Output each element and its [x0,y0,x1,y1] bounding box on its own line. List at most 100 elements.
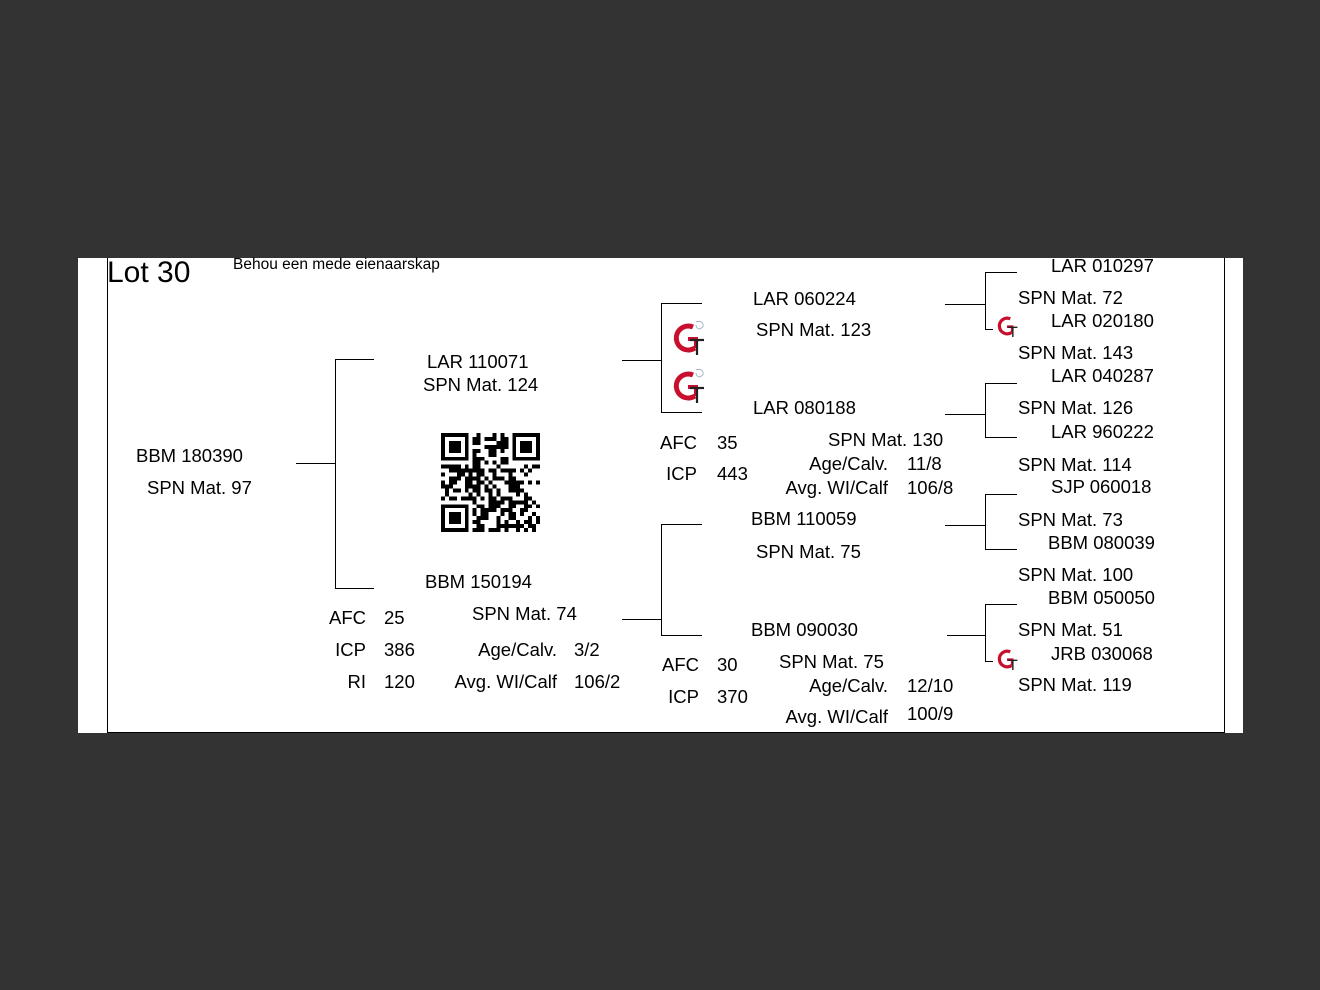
qr-module [448,520,453,525]
qr-module [512,504,517,509]
dam-sire-id: BBM 110059 [751,508,857,529]
qr-module [448,528,453,532]
qr-module [488,508,493,513]
qr-module [480,456,485,461]
qr-module [520,444,525,449]
qr-module [512,516,517,521]
qr-module [472,528,477,532]
gen3-spn: SPN Mat. 51 [1018,619,1123,640]
qr-module [480,516,485,521]
qr-module [472,468,477,473]
qr-module [512,440,517,445]
connector [985,272,1017,273]
qr-module [512,436,517,441]
qr-module [504,440,509,445]
qr-module [528,524,533,529]
connector [622,360,662,361]
connector [335,588,374,589]
qr-module [476,480,481,485]
dam-stat-value: 386 [384,639,415,660]
qr-module [484,444,489,449]
dam-dam-stat-label: AFC [662,654,699,675]
qr-module [496,500,501,505]
qr-module [464,452,469,457]
qr-module [456,464,461,469]
qr-module [516,433,521,437]
qr-module [480,472,485,477]
qr-module [516,524,521,529]
qr-module [464,433,469,437]
qr-module [488,444,493,449]
qr-module [476,516,481,521]
qr-module [520,500,525,505]
qr-module [516,488,521,493]
qr-module [500,508,505,513]
qr-module [512,433,517,437]
qr-module [512,452,517,457]
dam-dam-extra-label: Age/Calv. [809,675,888,696]
qr-module [508,476,513,481]
dam-stat-value: 120 [384,671,415,692]
qr-module [508,480,513,485]
qr-module [532,524,537,529]
qr-module [444,456,449,461]
qr-module [452,464,457,469]
qr-module [456,476,461,481]
qr-module [500,456,505,461]
qr-module [441,444,445,449]
qr-module [464,448,469,453]
qr-module [536,444,540,449]
qr-module [472,436,477,441]
qr-module [508,500,513,505]
sire-dam-spn: SPN Mat. 130 [828,429,944,450]
qr-module [444,464,449,469]
gen3-id: LAR 040287 [1051,365,1154,386]
qr-module [496,464,501,469]
qr-module [504,520,509,525]
qr-module [441,464,445,469]
qr-module [476,436,481,441]
qr-module [472,476,477,481]
qr-module [472,460,477,465]
qr-module [528,520,533,525]
qr-module [500,444,505,449]
qr-module [520,468,525,473]
qr-module [492,468,497,473]
gen3-spn: SPN Mat. 73 [1018,509,1123,530]
qr-module [520,512,525,517]
gen3-spn: SPN Mat. 114 [1018,454,1132,475]
qr-module [528,480,533,485]
qr-module [496,516,501,521]
qr-module [536,456,540,461]
gen3-spn: SPN Mat. 72 [1018,287,1123,308]
connector [985,494,986,550]
connector [661,524,702,525]
qr-module [524,456,529,461]
qr-module [496,476,501,481]
connector [335,359,336,589]
qr-module [508,508,513,513]
qr-module [468,480,473,485]
qr-module [512,476,517,481]
qr-module [472,484,477,489]
qr-module [464,484,469,489]
qr-module [464,512,469,517]
qr-module [456,444,461,449]
qr-module [441,528,445,532]
dam-dam-stat-value: 370 [717,686,748,707]
connector [985,383,1017,384]
qr-module [492,528,497,532]
qr-module [448,464,453,469]
qr-module [464,468,469,473]
connector [985,383,986,438]
qr-module [476,520,481,525]
qr-module [444,492,449,497]
gt-logo-icon [673,368,704,403]
qr-module [464,436,469,441]
qr-module [464,488,469,493]
qr-module [476,460,481,465]
qr-module [520,488,525,493]
connector [296,463,336,464]
qr-module [472,512,477,517]
qr-module [472,440,477,445]
